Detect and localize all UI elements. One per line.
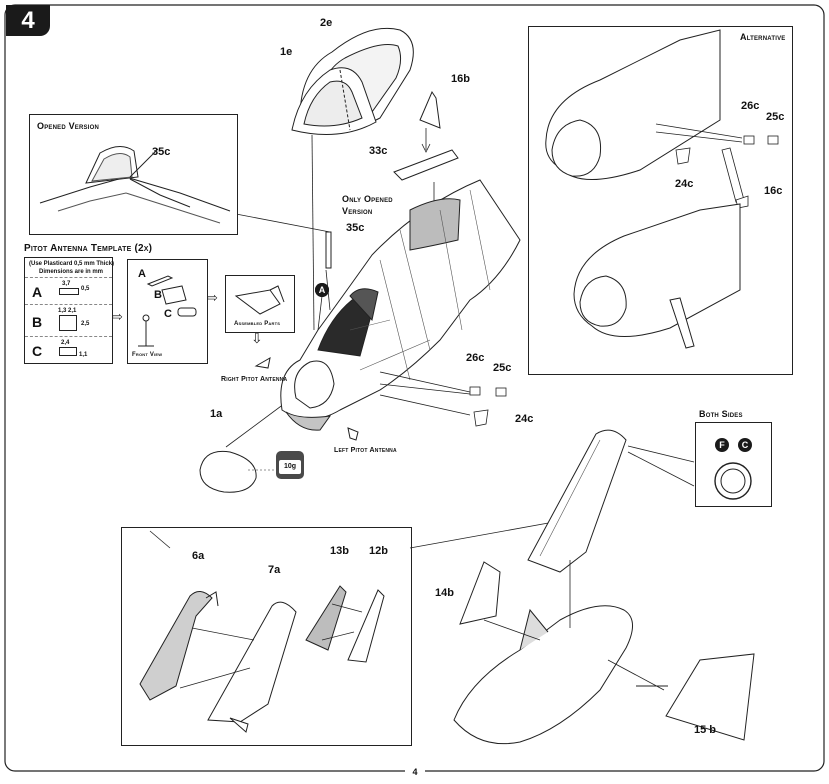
vertical-fin	[527, 429, 627, 573]
pitot-row-b-dim2: 2,5	[81, 321, 90, 327]
part-16b	[419, 90, 441, 129]
part-35c	[325, 231, 332, 269]
tail-assembly-lines	[179, 603, 363, 689]
part-33c	[393, 149, 459, 181]
label-1e: 1e	[280, 46, 293, 58]
label-2e: 2e	[320, 17, 333, 29]
part-13b	[305, 585, 347, 651]
nose-cone-1a	[199, 450, 257, 493]
only-opened-line2: Version	[342, 206, 373, 216]
leader-lines	[149, 213, 695, 549]
front-view-label: Front View	[132, 352, 163, 358]
alt-label-24c: 24c	[675, 178, 694, 190]
label-15b: 15 b	[694, 724, 717, 736]
part-15b	[636, 653, 755, 741]
marker-f-icon: F	[715, 438, 729, 452]
rear-fuselage	[453, 605, 633, 745]
alt-nose-bottom	[573, 203, 741, 349]
label-24c: 24c	[515, 413, 534, 425]
assembled-label: Assembled Parts	[234, 321, 281, 327]
pitot-row-c-letter: C	[32, 343, 43, 359]
step-number-badge: 4	[6, 5, 50, 36]
weight-label: 10g	[279, 460, 301, 474]
side-parts	[379, 371, 507, 427]
fuselage-main	[280, 179, 521, 431]
marker-c-icon: C	[738, 438, 752, 452]
label-1a: 1a	[210, 408, 223, 420]
both-sides-circle-inner	[720, 468, 746, 494]
canopy-1e	[291, 67, 377, 135]
right-pitot-shape	[254, 357, 271, 369]
pitot-row-a-letter: A	[32, 284, 43, 300]
tail-surfaces-box	[121, 527, 412, 746]
pitot-detail-drawing	[138, 275, 197, 347]
pitot-detail-box: A B C Front View	[127, 259, 208, 364]
part-14b	[459, 561, 501, 625]
left-pitot-label: Left Pitot Antenna	[334, 447, 397, 454]
pitot-row-b-dim1: 1,3 2,1	[58, 308, 77, 314]
detail-arrow-icon: ⇨	[207, 290, 218, 305]
alt-label-16c: 16c	[764, 185, 783, 197]
label-26c: 26c	[466, 352, 485, 364]
pitot-detail-b: B	[154, 289, 162, 301]
alt-label-26c: 26c	[741, 100, 760, 112]
assembled-down-arrow-icon: ⇩	[251, 330, 263, 346]
tail-arrows	[483, 560, 665, 691]
label-12b: 12b	[369, 545, 388, 557]
part-6a	[139, 591, 219, 701]
both-sides-title: Both Sides	[699, 409, 743, 419]
pitot-row-b-letter: B	[32, 314, 43, 330]
left-pitot-shape	[347, 427, 359, 441]
label-16b: 16b	[451, 73, 470, 85]
label-6a: 6a	[192, 550, 205, 562]
only-opened-line1: Only Opened	[342, 194, 393, 204]
right-pitot-label: Right Pitot Antenna	[221, 376, 288, 383]
pitot-template-title: Pitot Antenna Template (2x)	[24, 243, 153, 254]
alternative-box: Alternative 26c 25c 24c 16c	[528, 26, 793, 375]
assembled-parts-box: Assembled Parts	[225, 275, 295, 333]
alt-parts	[655, 123, 779, 209]
pitot-row-c-dim2: 1,1	[79, 352, 88, 358]
label-14b: 14b	[435, 587, 454, 599]
alternative-title: Alternative	[740, 32, 786, 42]
label-33c: 33c	[369, 145, 388, 157]
opened-version-box: Opened Version 35c	[29, 114, 238, 235]
pitot-row-a-dim1: 3,7	[62, 281, 71, 287]
alt-nose-top	[545, 29, 721, 180]
weight-icon: 10g	[276, 451, 304, 479]
label-13b: 13b	[330, 545, 349, 557]
pitot-row-a-dim2: 0,5	[81, 286, 90, 292]
pitot-row-c-dim1: 2,4	[61, 340, 70, 346]
part-7a	[207, 601, 297, 733]
marker-a-arrow	[317, 295, 323, 331]
fuselage-panel-lines	[349, 189, 491, 381]
marker-a-icon: A	[315, 283, 329, 297]
page-number: 4	[405, 767, 425, 777]
template-arrow-icon: ⇨	[112, 309, 123, 324]
alt-label-25c: 25c	[766, 111, 785, 123]
pitot-note-2: Dimensions are in mm	[39, 269, 104, 275]
both-sides-box	[695, 422, 772, 507]
label-35c: 35c	[346, 222, 365, 234]
part-12b	[347, 589, 385, 663]
pitot-detail-c: C	[164, 308, 172, 320]
pitot-template-box: (Use Plasticard 0,5 mm Thick) Dimensions…	[24, 257, 115, 364]
opened-version-part-label: 35c	[152, 146, 171, 158]
opened-cockpit-drawing	[39, 146, 231, 224]
label-25c: 25c	[493, 362, 512, 374]
assembled-drawing	[234, 285, 285, 315]
pitot-note-1: (Use Plasticard 0,5 mm Thick)	[29, 261, 115, 267]
label-7a: 7a	[268, 564, 281, 576]
opened-version-title: Opened Version	[37, 121, 99, 131]
pitot-detail-a: A	[138, 268, 146, 280]
